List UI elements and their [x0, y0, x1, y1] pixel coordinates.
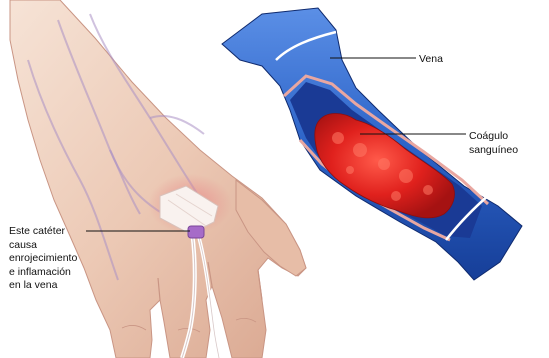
label-catheter: Este catéter causa enrojecimiento e infl… — [9, 225, 101, 293]
label-blood-clot: Coágulo sanguíneo — [469, 130, 518, 157]
label-vein: Vena — [419, 53, 443, 67]
catheter-hub — [188, 226, 204, 238]
